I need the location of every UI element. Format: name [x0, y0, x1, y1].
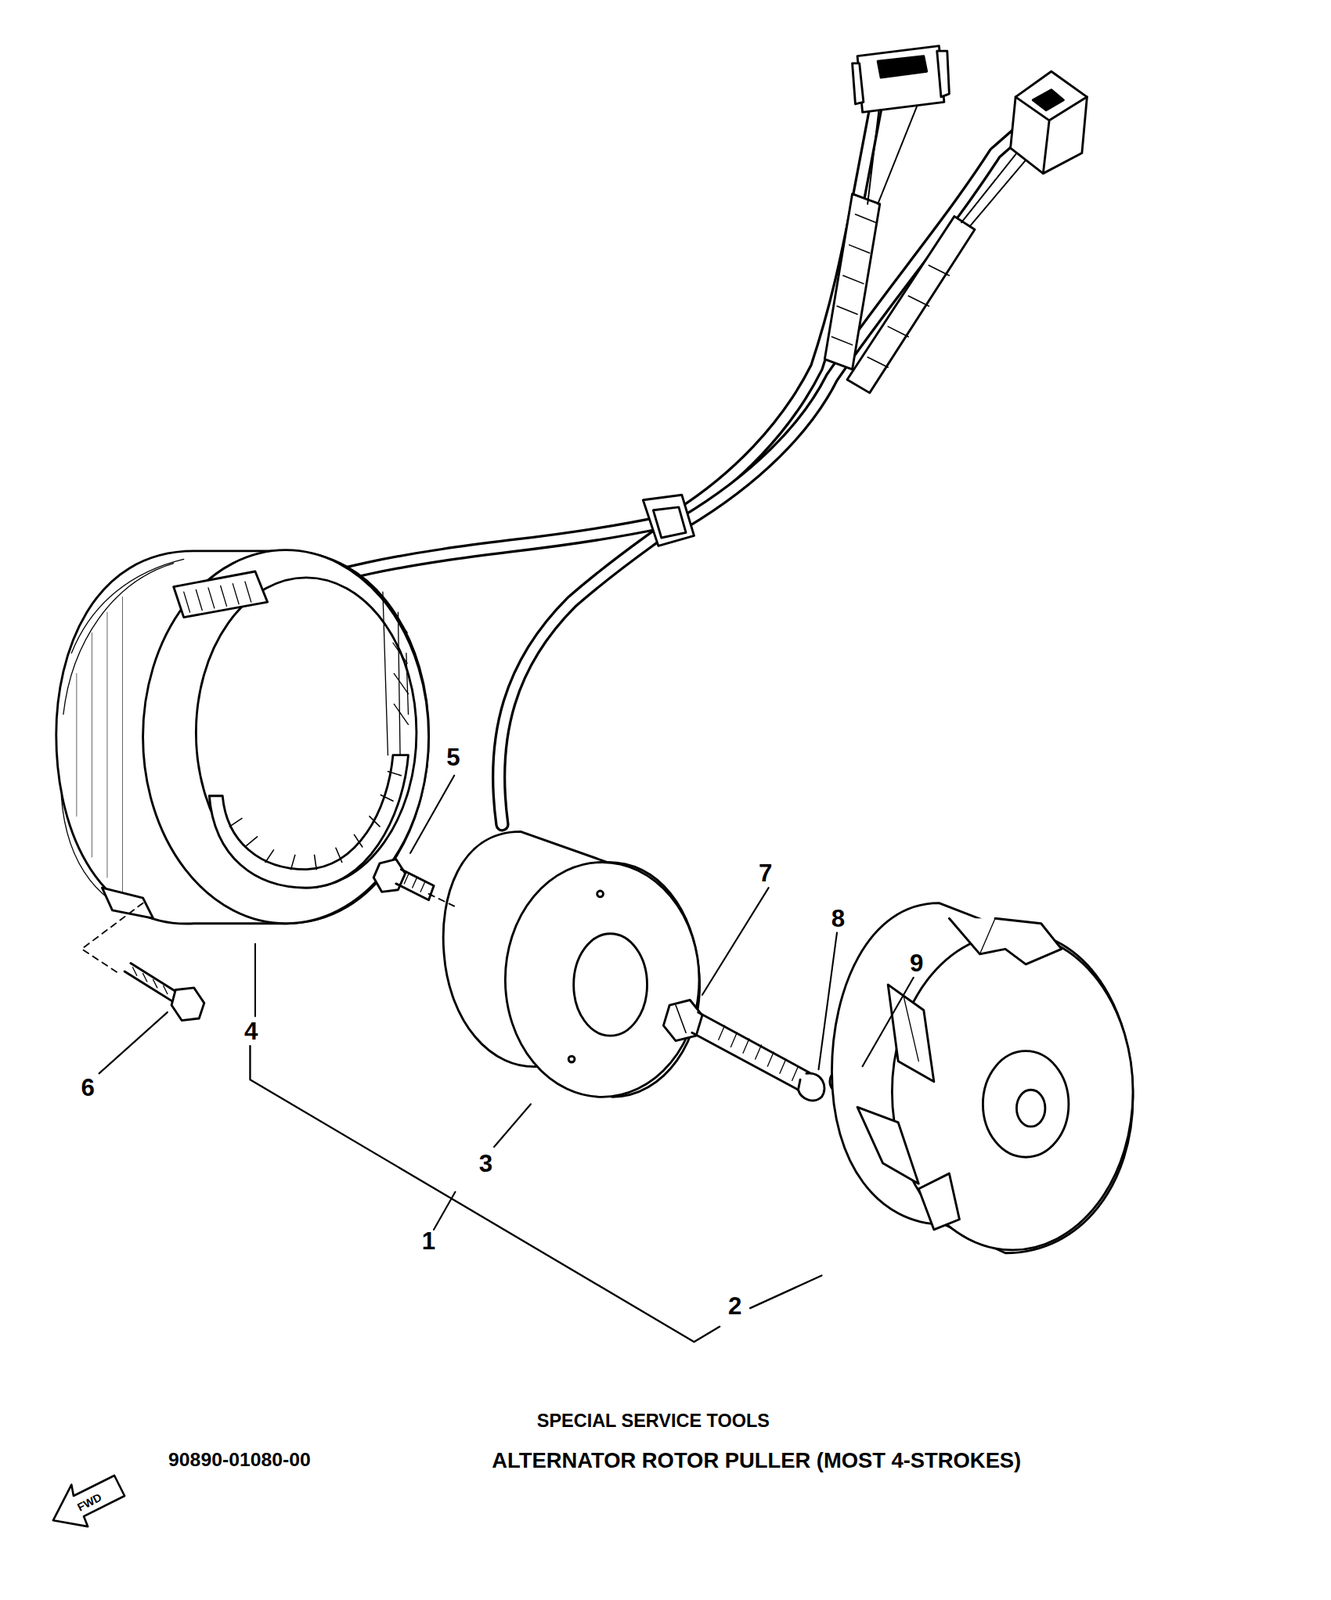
callout-number: 7: [758, 861, 772, 886]
tool-note: SPECIAL SERVICE TOOLS: [537, 1412, 770, 1431]
callout-number: 8: [831, 906, 845, 931]
callout-number: 5: [446, 745, 460, 770]
callout-number: 3: [479, 1151, 493, 1176]
callout-number: 9: [909, 951, 924, 976]
callout-number: 2: [728, 1294, 742, 1319]
callout-number: 1: [422, 1229, 436, 1254]
tool-note: 90890-01080-00: [168, 1450, 311, 1471]
callout-number: 4: [244, 1019, 258, 1044]
callout-number: 6: [80, 1075, 94, 1101]
tool-note: ALTERNATOR ROTOR PULLER (MOST 4-STROKES): [491, 1450, 1021, 1472]
